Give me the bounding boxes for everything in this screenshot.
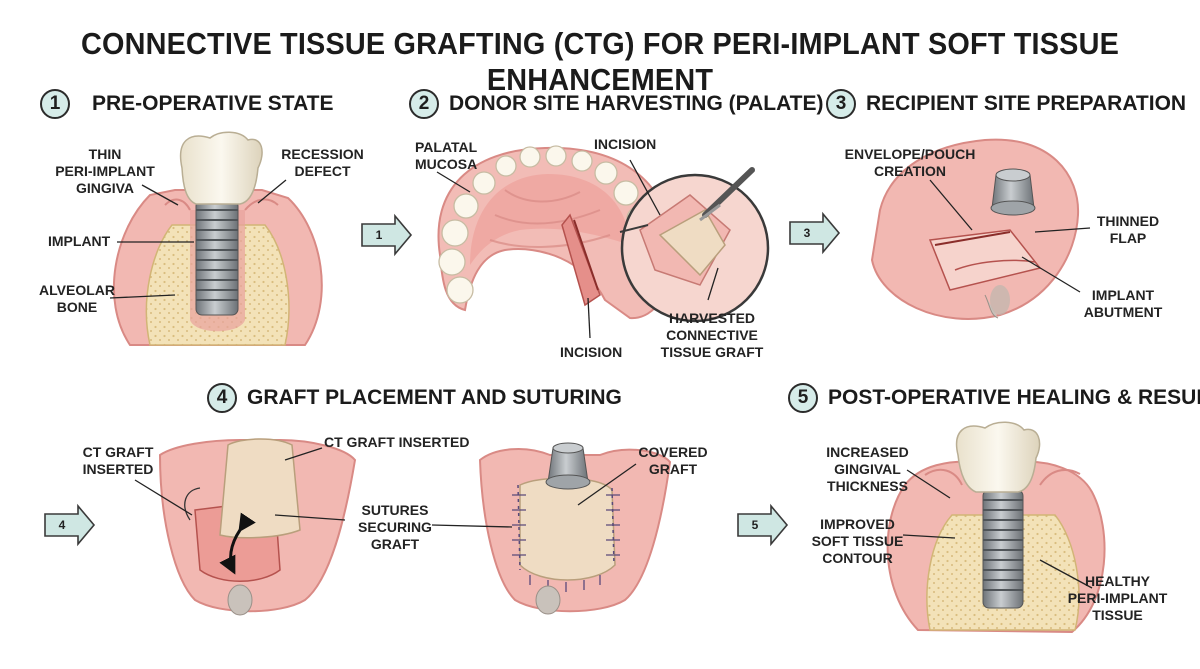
step-3-title: RECIPIENT SITE PREPARATION: [866, 92, 1187, 115]
panel-5-illustration: [886, 421, 1106, 634]
label-implant-abutment: IMPLANT ABUTMENT: [1083, 287, 1163, 320]
label-increased-thickness: INCREASED GINGIVAL THICKNESS: [826, 444, 909, 494]
label-thinned-flap: THINNED FLAP: [1096, 213, 1160, 246]
step-4-title: GRAFT PLACEMENT AND SUTURING: [247, 386, 622, 409]
step-1-number: 1: [40, 89, 70, 119]
arrow-3-label: 3: [803, 226, 811, 240]
step-3-header: 3 RECIPIENT SITE PREPARATION: [826, 89, 1186, 119]
arrow-5-shape: [737, 503, 789, 547]
step-5-title: POST-OPERATIVE HEALING & RESULT: [828, 386, 1200, 409]
label-ct-graft-inserted-top: CT GRAFT INSERTED: [324, 434, 470, 450]
step-3-number: 3: [826, 89, 856, 119]
abutment-4: [545, 442, 591, 490]
label-sutures: SUTURES SECURING GRAFT: [358, 502, 432, 552]
step-5-header: 5 POST-OPERATIVE HEALING & RESULT: [788, 383, 1200, 413]
implant-screw-5: [982, 489, 1024, 609]
label-alveolar-bone: ALVEOLAR BONE: [39, 282, 115, 315]
step-4-number: 4: [207, 383, 237, 413]
arrow-4-shape: [44, 503, 96, 547]
label-ct-graft-inserted-left: CT GRAFT INSERTED: [82, 444, 154, 477]
abutment: [990, 168, 1036, 216]
page-title: CONNECTIVE TISSUE GRAFTING (CTG) FOR PER…: [80, 26, 1120, 97]
step-2-header: 2 DONOR SITE HARVESTING (PALATE): [409, 89, 824, 119]
panel-2-illustration: [436, 145, 770, 339]
label-thin-gingiva: THIN PERI-IMPLANT GINGIVA: [55, 146, 155, 196]
arrow-3-shape: [789, 211, 841, 255]
label-covered-graft: COVERED GRAFT: [638, 444, 708, 477]
arrow-4-label: 4: [58, 518, 66, 532]
palate-teeth: [438, 145, 654, 304]
implant-screw: [195, 199, 239, 316]
arrow-1-shape: [361, 213, 413, 257]
label-palatal-mucosa: PALATAL MUCOSA: [415, 139, 478, 172]
step-4-header: 4 GRAFT PLACEMENT AND SUTURING: [207, 383, 622, 413]
label-implant: IMPLANT: [48, 233, 111, 249]
panel-1-illustration: [109, 131, 323, 346]
step-5-number: 5: [788, 383, 818, 413]
step-1-header: 1 PRE-OPERATIVE STATE: [40, 89, 334, 119]
panel-3-illustration: [870, 138, 1091, 320]
label-healthy-tissue: HEALTHY PERI-IMPLANT TISSUE: [1067, 573, 1168, 623]
label-recession-defect: RECESSION DEFECT: [281, 146, 364, 179]
label-incision-top: INCISION: [594, 136, 657, 152]
arrow-5-label: 5: [751, 518, 759, 532]
panel-4-right-illustration: [431, 442, 672, 615]
label-harvested-graft: HARVESTED CONNECTIVE TISSUE GRAFT: [660, 310, 764, 360]
label-envelope-pouch: ENVELOPE/POUCH CREATION: [844, 146, 976, 179]
step-1-title: PRE-OPERATIVE STATE: [92, 92, 334, 115]
panel-4-left-illustration: [134, 438, 357, 616]
step-2-number: 2: [409, 89, 439, 119]
ct-graft-block: [219, 438, 301, 539]
flow-arrows: [44, 211, 841, 547]
label-incision-bottom: INCISION: [560, 344, 623, 360]
step-2-title: DONOR SITE HARVESTING (PALATE): [449, 92, 824, 115]
arrow-1-label: 1: [375, 228, 383, 242]
label-improved-contour: IMPROVED SOFT TISSUE CONTOUR: [811, 516, 904, 566]
